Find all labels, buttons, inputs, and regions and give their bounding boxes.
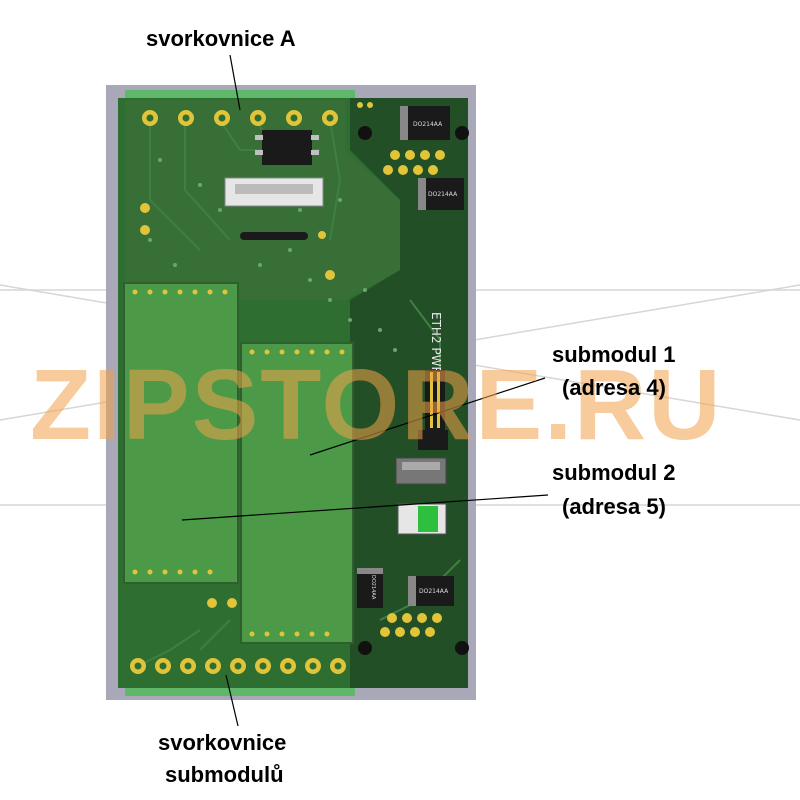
leader-submodule-1	[309, 377, 546, 456]
pad-cluster-top	[383, 150, 445, 175]
diode-bottom-2-marking: DO214AA	[419, 588, 449, 595]
leader-terminal-sub	[225, 674, 239, 727]
diode-top-2: DO214AA	[418, 178, 464, 210]
ic-chip-legs	[255, 135, 319, 155]
misc-pads	[140, 102, 373, 608]
black-bar	[240, 232, 308, 240]
silkscreen-eth2-pwr: ETH2 PWR	[429, 312, 443, 375]
diode-top-1-marking: DO214AA	[413, 121, 443, 128]
mount-holes-top	[358, 126, 469, 140]
flat-connector-slot	[235, 184, 313, 194]
pcb-dark-region-right	[350, 98, 468, 688]
label-terminal-sub-line2: submodulů	[165, 762, 284, 787]
capacitor-highlight	[402, 462, 440, 470]
diode-bottom-2: DO214AA	[408, 576, 454, 606]
diode-top-2-marking: DO214AA	[428, 191, 458, 198]
diode-bottom-1: DO214AA	[357, 568, 383, 608]
submodule-1-pins-bottom	[249, 631, 330, 637]
mount-holes-bottom	[358, 641, 469, 655]
label-submodule-2-line1: submodul 2	[552, 460, 676, 485]
terminal-strip-top	[125, 90, 355, 100]
led-header	[418, 370, 448, 450]
submodule-2-pins-top	[132, 289, 228, 295]
ic-chip-top	[262, 130, 312, 165]
vias	[148, 158, 397, 352]
diode-bottom-1-marking: DO214AA	[370, 575, 376, 600]
submodule-2-pins-bottom	[132, 569, 213, 575]
label-submodule-1-line2: (adresa 4)	[562, 375, 666, 400]
terminal-sub-pads	[130, 658, 346, 674]
submodule-1-board	[240, 342, 354, 644]
label-submodule-2-line2: (adresa 5)	[562, 494, 666, 519]
diode-top-1: DO214AA	[400, 106, 450, 140]
submodule-1-pins-top	[249, 349, 345, 355]
label-terminal-a: svorkovnice A	[146, 26, 296, 51]
watermark: ZIPSTORE.RU	[30, 349, 723, 461]
callout-lines	[181, 54, 549, 727]
submodule-2-board	[123, 282, 239, 584]
fuse-green	[418, 506, 438, 532]
leader-terminal-a	[229, 54, 241, 111]
pad-cluster-bottom	[380, 613, 442, 637]
leader-submodule-2	[181, 494, 549, 521]
terminal-strip-bottom	[125, 686, 355, 696]
label-terminal-sub-line1: svorkovnice	[158, 730, 287, 755]
label-submodule-1-line1: submodul 1	[552, 342, 676, 367]
terminal-a-pads	[142, 110, 338, 126]
